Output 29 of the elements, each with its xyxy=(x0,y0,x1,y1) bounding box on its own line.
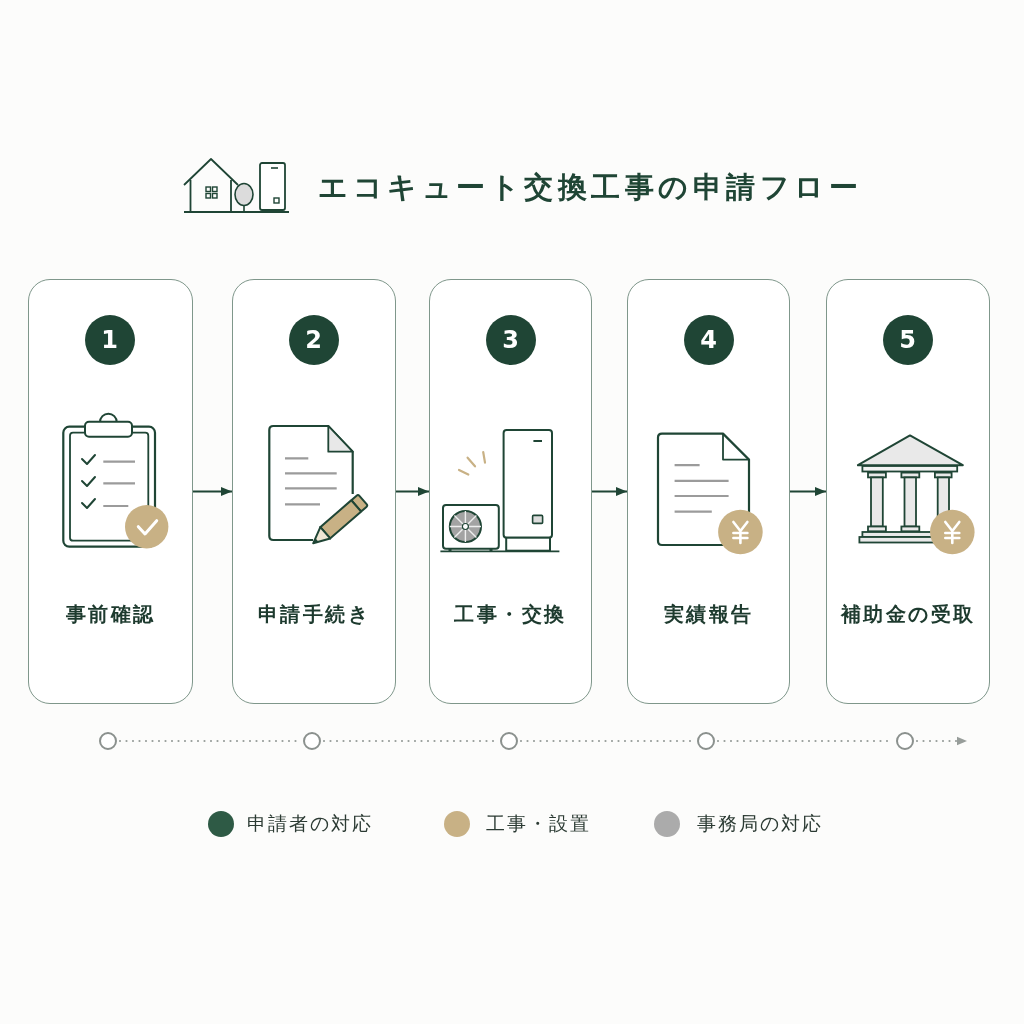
step-label: 申請手続き xyxy=(257,602,371,626)
step-card xyxy=(429,279,592,704)
number-badge: 5 xyxy=(882,314,933,365)
legend-label: 申請者の対応 xyxy=(247,812,373,835)
number-badge: 2 xyxy=(288,314,339,365)
timeline-circle xyxy=(500,732,518,750)
step-label: 補助金の受取 xyxy=(840,602,976,626)
step-label: 工事・交換 xyxy=(454,602,567,626)
timeline-circle xyxy=(896,732,914,750)
number-badge: 3 xyxy=(485,314,536,365)
number-badge: 1 xyxy=(84,314,135,365)
step-label: 実績報告 xyxy=(663,602,754,626)
arrow xyxy=(395,486,430,497)
step-label: 事前確認 xyxy=(65,602,156,626)
legend-label: 事務局の対応 xyxy=(697,812,823,835)
step-card xyxy=(232,279,396,704)
title: エコキュート交換工事の申請フロー xyxy=(318,170,862,204)
timeline-circle xyxy=(303,732,321,750)
number-badge: 4 xyxy=(683,314,734,365)
timeline-circle xyxy=(99,732,117,750)
timeline-circle xyxy=(697,732,715,750)
arrow xyxy=(591,486,628,497)
step-card xyxy=(627,279,790,704)
dotted-arrow xyxy=(915,736,969,746)
arrow xyxy=(192,486,233,497)
legend-label: 工事・設置 xyxy=(486,812,591,835)
step-card xyxy=(826,279,990,704)
step-card xyxy=(28,279,193,704)
arrow xyxy=(789,486,827,497)
